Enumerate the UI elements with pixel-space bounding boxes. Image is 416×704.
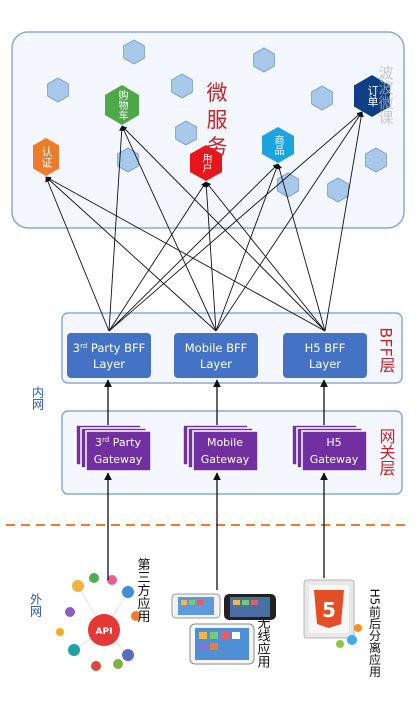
gateway-mobile[interactable]: Mobile Gateway	[182, 424, 259, 472]
decorative-hexagon	[171, 73, 193, 99]
service-product-label: 商品	[272, 134, 284, 156]
client-third-party-label: 第三方应用	[135, 558, 151, 624]
client-h5-label: H5前后分离应用	[368, 589, 382, 678]
service-user[interactable]: 用户	[190, 145, 222, 181]
link-bff-to-service	[276, 163, 326, 332]
bff-box-third-party[interactable]: 3rd Party BFF Layer	[67, 333, 151, 378]
link-bff-to-service	[108, 181, 207, 332]
gateway-mobile-line2: Gateway	[201, 453, 250, 466]
gateway-mobile-line1: Mobile	[207, 436, 243, 449]
bff-box-third-party-line1: 3rd Party BFF	[73, 341, 145, 355]
bff-box-h5-rect	[283, 333, 367, 378]
service-product[interactable]: 商品	[262, 127, 294, 163]
microservices-panel	[11, 31, 405, 229]
gateway-third-party-rect	[85, 430, 152, 472]
link-bff-to-service	[121, 125, 326, 332]
service-order-hex	[354, 75, 390, 117]
decorative-hexagon	[311, 85, 333, 111]
link-bff-to-service	[324, 111, 364, 332]
microservices-title: 微服务	[204, 82, 228, 163]
connection-lines	[45, 111, 364, 332]
link-bff-to-service	[108, 125, 125, 332]
bff-layer-label: BFF层	[377, 327, 396, 372]
link-bff-to-service	[121, 125, 217, 332]
gateway-h5-rect	[301, 430, 368, 472]
decorative-hexagon	[277, 172, 299, 198]
decorative-hexagon	[327, 177, 349, 203]
service-user-hex	[190, 145, 222, 181]
link-bff-to-service	[45, 176, 110, 332]
service-product-hex	[262, 127, 294, 163]
service-auth-label: 认证	[40, 146, 53, 168]
link-bff-to-service	[108, 163, 279, 332]
client-mobile-label: 无线应用	[255, 616, 271, 669]
gateway-mobile-rect	[192, 430, 259, 472]
service-auth[interactable]: 认证	[33, 138, 59, 176]
bff-box-mobile-line2: Layer	[200, 357, 232, 371]
bff-box-h5-line1: H5 BFF	[305, 341, 346, 355]
service-order[interactable]: 订单	[354, 75, 390, 117]
gateway-h5-line1: H5	[326, 436, 341, 449]
link-bff-to-service	[203, 181, 217, 332]
service-user-label: 用户	[200, 153, 212, 174]
bff-box-h5-line2: Layer	[309, 357, 341, 371]
client-mobile[interactable]: 无线应用	[171, 593, 276, 669]
decorative-hexagon	[47, 77, 69, 103]
decorative-hexagon	[253, 47, 275, 73]
service-cart[interactable]: 购物车	[105, 85, 139, 125]
link-bff-to-service	[45, 176, 326, 332]
gateway-h5[interactable]: H5 Gateway	[291, 424, 368, 472]
zone-internal-label: 内网	[31, 386, 45, 410]
html5-icon: 5	[303, 579, 362, 648]
client-third-party[interactable]: API 第三方应用	[56, 558, 150, 672]
service-cart-hex	[105, 85, 139, 125]
watermark-text: 波波微课	[377, 65, 395, 125]
decorative-hexagons	[47, 39, 387, 203]
link-bff-to-service	[205, 181, 326, 332]
zone-external-label: 外网	[29, 593, 43, 617]
bff-box-mobile-line1: Mobile BFF	[185, 341, 248, 355]
mobile-devices-icon	[171, 593, 276, 665]
api-badge-text: API	[96, 627, 113, 637]
link-bff-to-service	[108, 111, 363, 332]
gateway-third-party-line1: 3rd Party	[95, 436, 141, 449]
bff-box-mobile-rect	[174, 333, 258, 378]
decorative-hexagon	[175, 120, 197, 146]
client-h5[interactable]: 5 H5前后分离应用	[303, 579, 382, 678]
decorative-hexagon	[365, 147, 387, 173]
service-auth-hex	[33, 138, 59, 176]
api-cluster-icon: API	[56, 573, 141, 671]
gateway-layer-label: 网关层	[377, 428, 396, 476]
decorative-hexagon	[117, 147, 139, 173]
service-cart-label: 购物车	[116, 89, 128, 121]
link-bff-to-service	[45, 176, 217, 332]
gateway-third-party-line2: Gateway	[94, 453, 143, 466]
link-bff-to-service	[215, 111, 363, 332]
gateway-h5-line2: Gateway	[310, 453, 359, 466]
bff-box-mobile[interactable]: Mobile BFF Layer	[174, 333, 258, 378]
link-bff-to-service	[215, 163, 279, 332]
html5-badge-text: 5	[322, 598, 336, 622]
service-order-label: 订单	[366, 85, 379, 107]
bff-box-third-party-rect	[67, 333, 151, 378]
decorative-hexagon	[123, 39, 145, 65]
bff-box-h5[interactable]: H5 BFF Layer	[283, 333, 367, 378]
bff-box-third-party-line2: Layer	[93, 357, 125, 371]
gateway-third-party[interactable]: 3rd Party Gateway	[75, 424, 152, 472]
